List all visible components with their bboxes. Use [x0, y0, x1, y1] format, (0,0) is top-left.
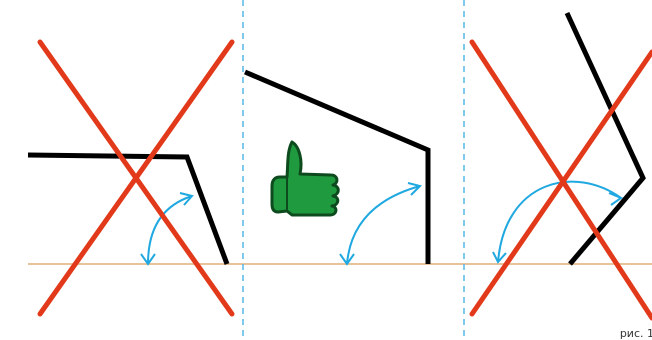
panel-middle-shape — [244, 69, 431, 264]
panel-right-angle-arc — [497, 180, 622, 263]
panel-middle — [244, 69, 431, 266]
red-x-icon — [469, 39, 652, 321]
panel-middle-arc-arrowhead-top — [407, 182, 422, 196]
panel-middle-angle-arc — [346, 185, 421, 265]
figure-label: рис. 1 — [619, 327, 652, 340]
red-x-icon — [37, 39, 235, 317]
panel-right-shape — [564, 11, 646, 266]
panel-left-angle-arc — [147, 195, 193, 265]
panel-middle-arc-arrowhead-bottom — [339, 253, 355, 266]
panel-right — [469, 11, 652, 321]
panel-left — [27, 39, 235, 317]
panel-left-arc-arrowhead-top — [179, 192, 194, 206]
panel-left-shape — [27, 152, 230, 265]
thumbs-up-icon — [270, 140, 340, 217]
panel-left-arc-arrowhead-bottom — [140, 253, 156, 266]
panel-right-arc-arrowhead-top — [608, 192, 624, 206]
panel-right-arc-arrowhead-bottom — [492, 251, 507, 264]
